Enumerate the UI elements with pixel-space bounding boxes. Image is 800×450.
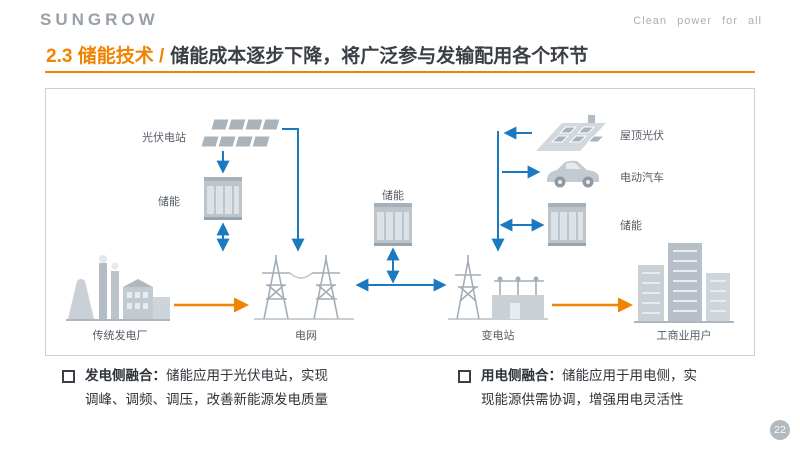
label-grid: 电网 bbox=[295, 330, 317, 342]
bullet-consumption-side: 用电侧融合：储能应用于用电侧，实现能源供需协调，增强用电灵活性 bbox=[458, 364, 705, 411]
header-tagline: Clean power for all bbox=[633, 15, 762, 27]
energy-flow-diagram: 光伏电站 储能 传统发电厂 电网 储能 变电站 屋顶光伏 电动汽车 储能 工商业… bbox=[45, 88, 755, 356]
battery-storage-mid-icon bbox=[374, 203, 412, 246]
bullet-body: 储能应用于用电侧，实现能源供需协调，增强用电灵活性 bbox=[481, 368, 697, 407]
battery-storage-right-icon bbox=[548, 203, 586, 246]
label-substation: 变电站 bbox=[481, 330, 515, 342]
label-storage-right: 储能 bbox=[620, 220, 642, 232]
page-title: 2.3 储能技术 /储能成本逐步下降，将广泛参与发输配用各个环节 bbox=[46, 41, 588, 68]
title-underline bbox=[45, 71, 755, 73]
electric-car-icon bbox=[547, 160, 599, 188]
label-ev: 电动汽车 bbox=[620, 172, 664, 184]
bullet-square-icon bbox=[62, 370, 75, 383]
bullet-text: 发电侧融合：储能应用于光伏电站，实现调峰、调频、调压，改善新能源发电质量 bbox=[85, 364, 335, 411]
power-plant-icon bbox=[66, 255, 170, 321]
bullet-text: 用电侧融合：储能应用于用电侧，实现能源供需协调，增强用电灵活性 bbox=[481, 364, 705, 411]
flow-arrows bbox=[174, 126, 633, 313]
title-headline: 储能成本逐步下降，将广泛参与发输配用各个环节 bbox=[170, 46, 589, 67]
bullet-generation-side: 发电侧融合：储能应用于光伏电站，实现调峰、调频、调压，改善新能源发电质量 bbox=[62, 364, 335, 411]
solar-panels-icon bbox=[200, 118, 281, 148]
rooftop-pv-icon bbox=[536, 115, 606, 151]
bullet-lead: 用电侧融合： bbox=[481, 368, 562, 383]
page-number: 22 bbox=[774, 424, 786, 436]
blue-flow-arrows bbox=[216, 126, 545, 292]
title-section-number: 2.3 储能技术 / bbox=[46, 46, 165, 67]
bullet-lead: 发电侧融合： bbox=[85, 368, 166, 383]
label-storage-mid: 储能 bbox=[382, 190, 404, 202]
sungrow-logo: SUNGROW bbox=[40, 10, 159, 29]
page-number-badge: 22 bbox=[770, 420, 790, 440]
label-pv-station: 光伏电站 bbox=[142, 132, 186, 144]
label-rooftop-pv: 屋顶光伏 bbox=[620, 130, 664, 142]
substation-icon bbox=[448, 255, 548, 320]
label-storage-left: 储能 bbox=[158, 196, 180, 208]
bullet-body: 储能应用于光伏电站，实现调峰、调频、调压，改善新能源发电质量 bbox=[85, 368, 328, 407]
label-traditional-plant: 传统发电厂 bbox=[92, 330, 148, 342]
diagram-canvas bbox=[66, 115, 734, 323]
bullet-square-icon bbox=[458, 370, 471, 383]
battery-storage-left-icon bbox=[204, 177, 242, 220]
label-users: 工商业用户 bbox=[656, 330, 712, 342]
transmission-towers-icon bbox=[254, 255, 354, 320]
city-buildings-icon bbox=[634, 243, 734, 323]
